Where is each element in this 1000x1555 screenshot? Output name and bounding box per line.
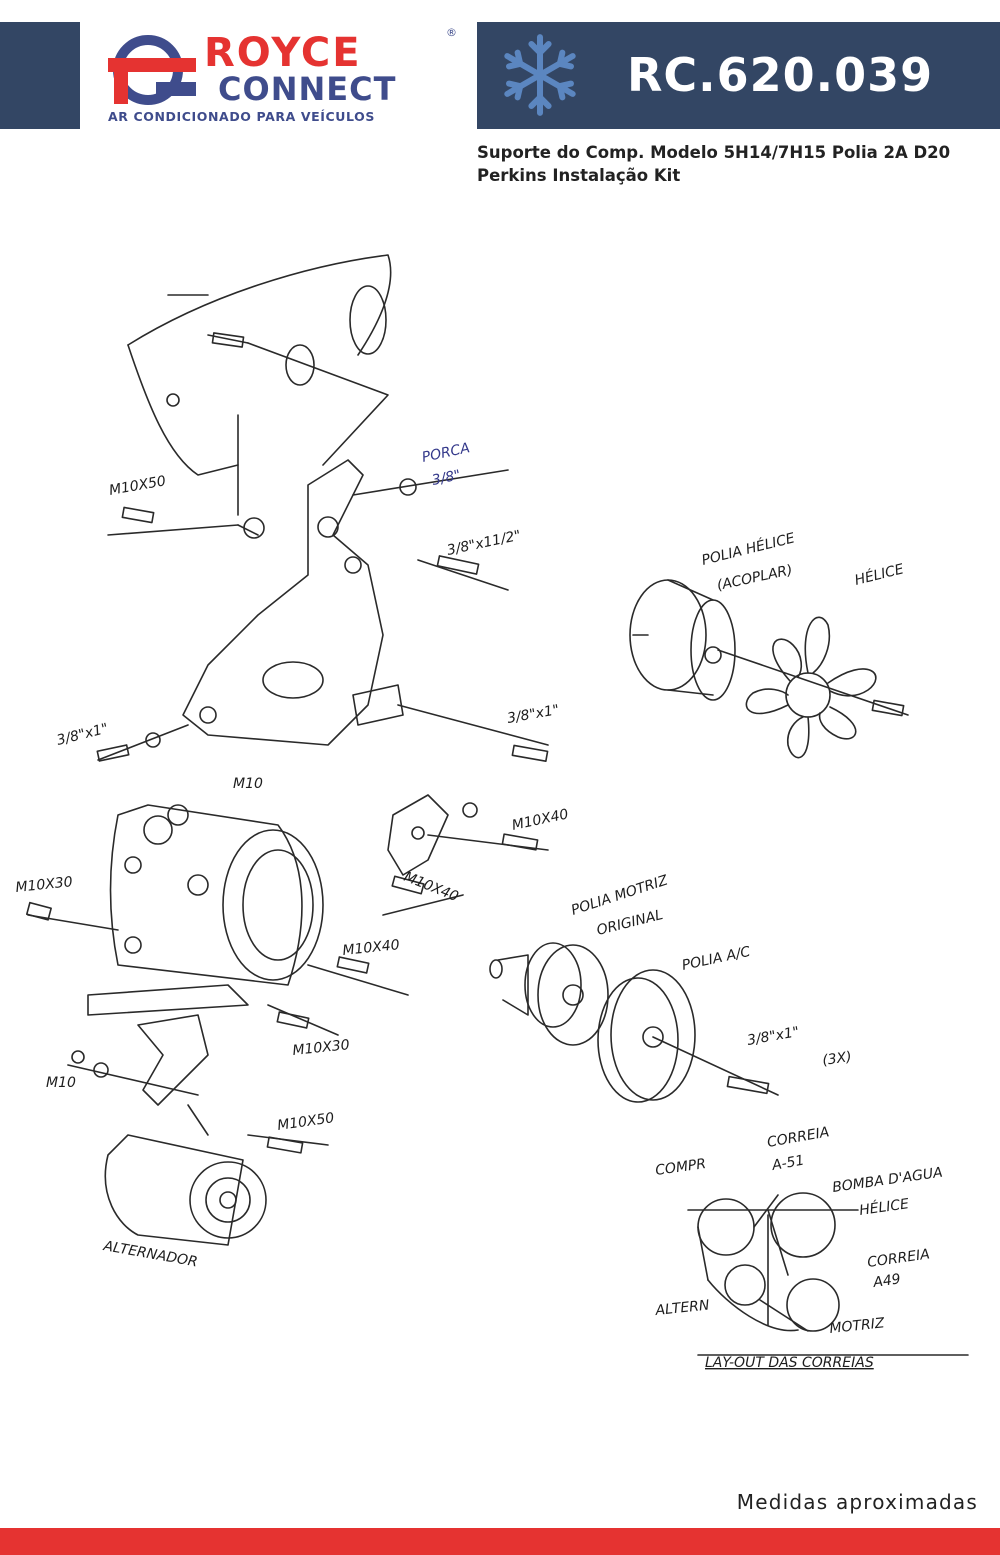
fan-pulley <box>629 579 736 701</box>
compressor-body <box>109 804 324 986</box>
drive-pulley-original <box>489 942 609 1046</box>
label-polia-helice-acoplar: (ACOPLAR) <box>716 562 794 594</box>
label-m10x40-b: M10X40 <box>402 869 461 905</box>
royce-connect-logo: ROYCE ® CONNECT AR CONDICIONADO PARA VEÍ… <box>100 22 470 129</box>
label-bolt-38x1-right: 3/8"x1" <box>506 702 561 727</box>
tension-link-plate <box>387 794 449 876</box>
label-m10x30-left: M10X30 <box>15 874 74 896</box>
label-alternador: ALTERNADOR <box>101 1238 198 1270</box>
engine-block-outline <box>127 254 392 356</box>
label-motriz: MOTRIZ <box>829 1315 886 1337</box>
header-code-box: RC.620.039 <box>477 22 1000 129</box>
alternator <box>104 1134 267 1246</box>
brand-name-top: ROYCE <box>204 30 362 76</box>
registered-mark: ® <box>446 26 457 39</box>
header-left-block <box>0 22 80 129</box>
label-correia-a49: CORREIA <box>866 1246 930 1271</box>
label-helice-belt: HÉLICE <box>858 1195 910 1219</box>
alternator-bracket <box>137 1014 209 1106</box>
exploded-view-drawing: PORCA 3/8" M10X50 3/8"x11/2" POLIA HÉLIC… <box>15 254 969 1371</box>
product-description: Suporte do Comp. Modelo 5H14/7H15 Polia … <box>477 143 951 185</box>
belt-layout-diagram <box>687 1192 969 1356</box>
label-correia-a49-size: A49 <box>871 1271 901 1291</box>
fan-helice <box>717 616 909 759</box>
compressor-bracket <box>182 459 384 746</box>
footer-red-bar <box>0 1528 1000 1555</box>
label-m10-bottom: M10 <box>46 1075 76 1091</box>
label-m10x40-a: M10X40 <box>511 806 570 834</box>
logo-emblem-icon <box>108 35 196 105</box>
label-bomba-dagua: BOMBA D'AGUA <box>831 1165 943 1196</box>
snowflake-icon <box>504 34 576 116</box>
label-porca: PORCA <box>421 440 472 466</box>
brand-name-bottom: CONNECT <box>218 70 396 108</box>
label-helice: HÉLICE <box>853 560 906 589</box>
label-m10x50-top: M10X50 <box>108 473 167 499</box>
label-m10x30-bottom: M10X30 <box>292 1037 351 1059</box>
label-polia-ac: POLIA A/C <box>681 944 753 974</box>
label-altern: ALTERN <box>654 1297 711 1319</box>
engine-port-ring <box>349 285 387 355</box>
label-m10x40-c: M10X40 <box>342 937 401 959</box>
label-m10-small: M10 <box>233 776 263 792</box>
label-correia-a51: CORREIA <box>766 1124 831 1151</box>
label-bolt-38x1-3x: 3/8"x1" <box>746 1024 801 1049</box>
ac-pulley <box>597 969 779 1103</box>
footer-note: Medidas aproximadas <box>736 1490 978 1514</box>
label-polia-motriz-original: ORIGINAL <box>595 907 665 939</box>
label-polia-helice: POLIA HÉLICE <box>700 529 797 569</box>
label-m10x50-bottom: M10X50 <box>276 1110 335 1134</box>
product-code: RC.620.039 <box>627 48 934 102</box>
label-compr: COMPR <box>654 1156 707 1179</box>
label-qty-3x: (3X) <box>821 1049 852 1069</box>
label-porca-size: 3/8" <box>431 467 463 489</box>
hardware-bolts <box>25 332 905 1154</box>
label-bolt-38x1-12: 3/8"x11/2" <box>446 528 523 559</box>
label-correia-a51-size: A-51 <box>770 1153 806 1175</box>
brand-tagline: AR CONDICIONADO PARA VEÍCULOS <box>108 109 375 124</box>
label-layout-title: LAY-OUT DAS CORREIAS <box>705 1355 874 1371</box>
label-bolt-38x1-left: 3/8"x1" <box>55 721 110 749</box>
